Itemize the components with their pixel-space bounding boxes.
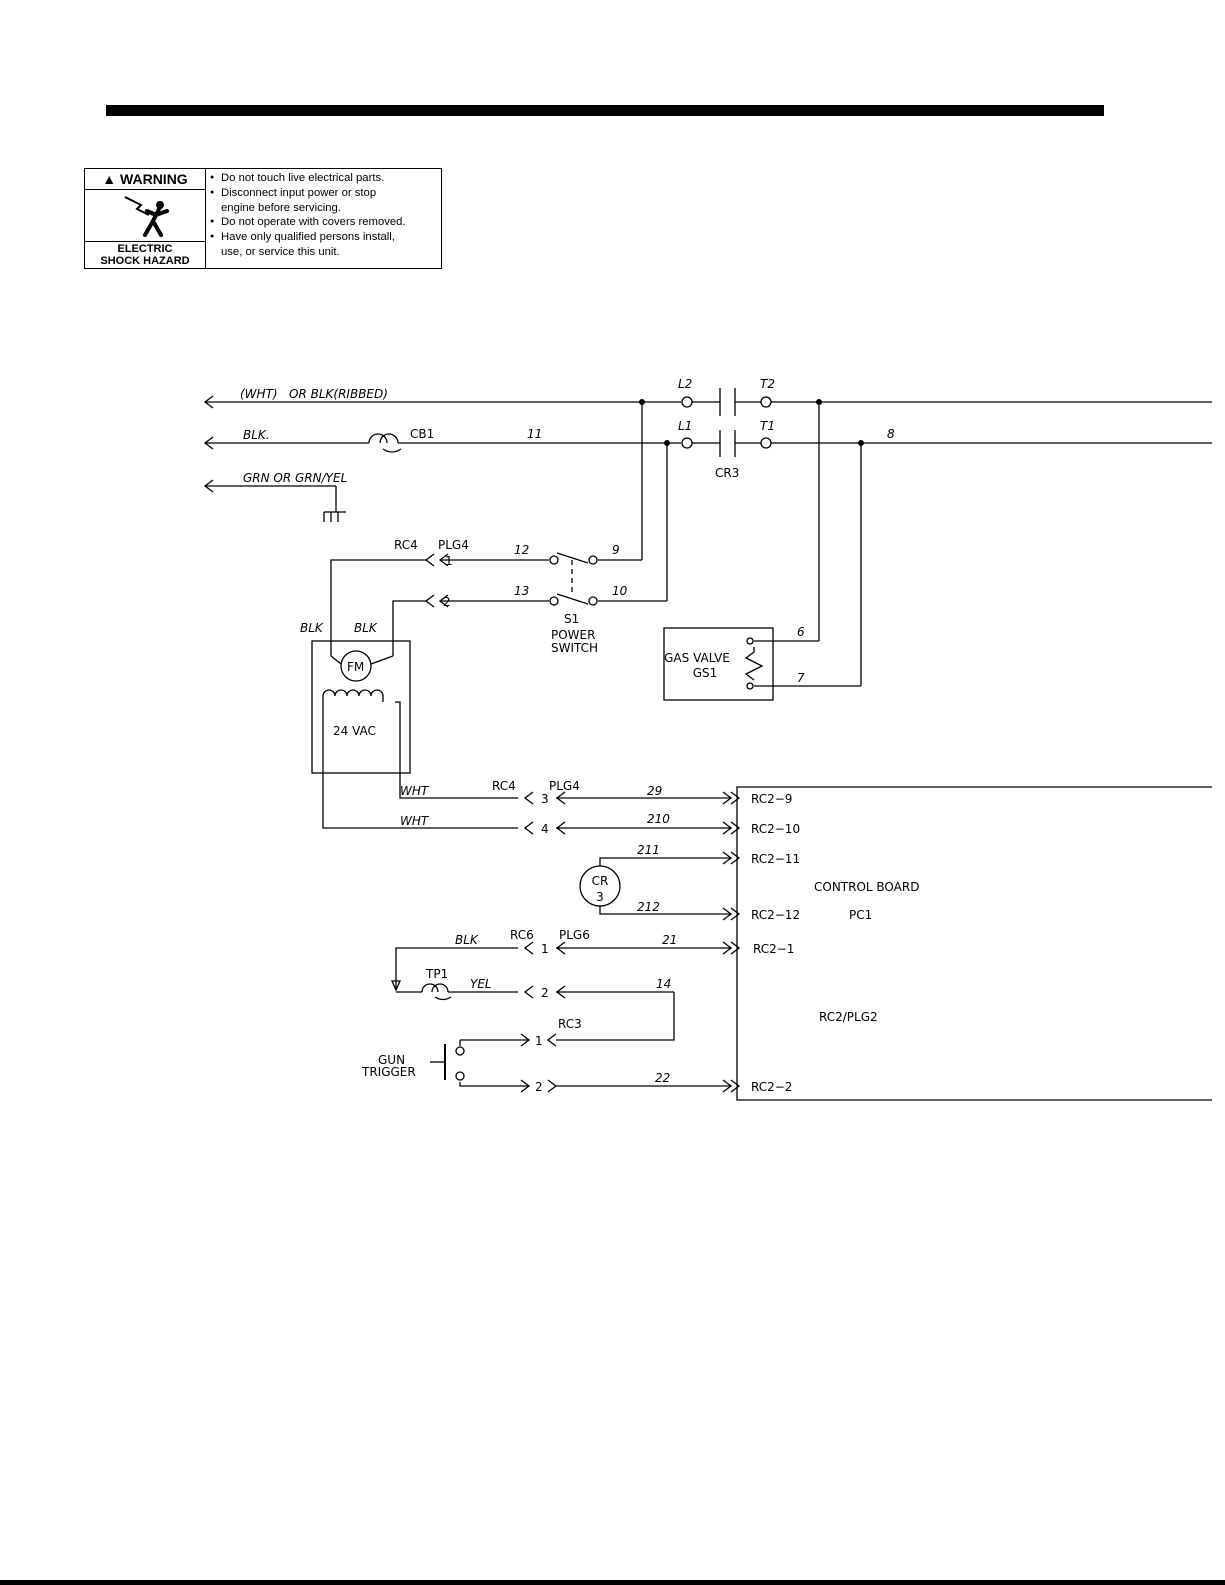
board-title-label: CONTROL BOARD: [814, 880, 919, 894]
thermal-tp1-label: TP1: [425, 967, 448, 981]
warning-header: ▲ WARNING: [85, 169, 205, 190]
gas-valve-line1-label: GAS VALVE: [664, 651, 730, 665]
warning-item-text: Do not touch live electrical parts.: [221, 172, 385, 184]
pin-2-label: 2: [535, 1080, 543, 1094]
contact-t1-label: T1: [760, 419, 775, 433]
wire-blk-label: BLK: [300, 621, 324, 635]
wire-29-label: 29: [647, 784, 662, 798]
relay-number-label: 3: [596, 890, 604, 904]
wire-22-label: 22: [655, 1071, 670, 1085]
pin-1-label: 1: [541, 942, 549, 956]
gas-valve-line2-label: GS1: [693, 666, 718, 680]
warning-footer-line1: ELECTRIC: [117, 243, 173, 255]
relay-cr-label: CR: [592, 874, 609, 888]
wire-14-label: 14: [656, 977, 671, 991]
warning-item: Do not operate with covers removed.: [209, 215, 441, 230]
switch-line1-label: POWER: [551, 628, 595, 642]
board-pin-2-label: RC2−2: [751, 1080, 792, 1094]
wire-210-label: 210: [647, 812, 670, 826]
switch-name-label: S1: [564, 612, 579, 626]
warning-header-text: WARNING: [120, 171, 188, 187]
warning-footer-line2: SHOCK HAZARD: [100, 255, 190, 267]
wire-wht-label: WHT: [400, 814, 430, 828]
board-connector-label: RC2/PLG2: [819, 1010, 878, 1024]
warning-item-text: Do not operate with covers removed.: [221, 216, 406, 229]
wire-212-label: 212: [637, 900, 660, 914]
wire-10-label: 10: [612, 584, 628, 598]
wire-11-label: 11: [527, 427, 542, 441]
wire-13-label: 13: [514, 584, 529, 598]
electric-shock-icon: [124, 196, 169, 237]
connector-plg4-label: PLG4: [549, 779, 580, 793]
wire-6-label: 6: [797, 625, 805, 639]
board-pin-11-label: RC2−11: [751, 852, 800, 866]
wire-8-label: 8: [887, 427, 895, 441]
wire-blk-label: BLK: [354, 621, 378, 635]
connector-rc4-label: RC4: [394, 538, 418, 552]
board-pin-9-label: RC2−9: [751, 792, 792, 806]
warning-item: Do not touch live electrical parts.: [209, 171, 441, 186]
connector-rc3-label: RC3: [558, 1017, 582, 1031]
warning-item-text: engine before servicing.: [221, 201, 341, 214]
warning-item: Have only qualified persons install, use…: [209, 230, 441, 260]
pin-2-label: 2: [541, 986, 549, 1000]
wire-7-label: 7: [797, 671, 805, 685]
warning-list: Do not touch live electrical parts. Disc…: [209, 171, 441, 260]
ground-wire-label: GRN OR GRN/YEL: [243, 471, 347, 485]
transformer-label: 24 VAC: [333, 724, 376, 738]
warning-item-text: Disconnect input power or stop: [221, 186, 377, 199]
board-pin-1-label: RC2−1: [753, 942, 794, 956]
input-wire-white-label: (WHT) OR BLK(RIBBED): [240, 387, 388, 401]
input-wire-black-label: BLK.: [243, 428, 270, 442]
wire-9-label: 9: [612, 543, 620, 557]
connector-rc6-label: RC6: [510, 928, 534, 942]
warning-symbol-panel: ▲ WARNING ELECTRIC SHOCK HAZARD: [85, 169, 206, 268]
wire-21-label: 21: [662, 933, 677, 947]
board-pin-10-label: RC2−10: [751, 822, 800, 836]
gun-trigger-line1-label: GUN: [378, 1053, 405, 1067]
fan-motor-label: FM: [347, 660, 364, 674]
breaker-label: CB1: [410, 427, 434, 441]
wire-wht-label: WHT: [400, 784, 430, 798]
warning-item-text: Have only qualified persons install,: [221, 231, 395, 244]
pin-1-label: 1: [535, 1034, 543, 1048]
pin-2-label: 2: [443, 595, 451, 609]
wire-12-label: 12: [514, 543, 529, 557]
alert-triangle-icon: ▲: [102, 171, 117, 187]
board-id-label: PC1: [849, 908, 872, 922]
contact-t2-label: T2: [760, 377, 775, 391]
gun-trigger-line2-label: TRIGGER: [361, 1065, 416, 1079]
warning-item: Disconnect input power or stop engine be…: [209, 186, 441, 216]
warning-item-text: use, or service this unit.: [221, 245, 340, 258]
connector-plg6-label: PLG6: [559, 928, 590, 942]
warning-label: ▲ WARNING ELECTRIC SHOCK HAZARD Do not t…: [84, 168, 442, 269]
contact-l1-label: L1: [678, 419, 692, 433]
pin-1-label: 1: [445, 554, 453, 568]
switch-line2-label: SWITCH: [551, 641, 598, 655]
board-pin-12-label: RC2−12: [751, 908, 800, 922]
wire-211-label: 211: [637, 843, 660, 857]
warning-footer: ELECTRIC SHOCK HAZARD: [85, 241, 205, 268]
contactor-name-label: CR3: [715, 466, 739, 480]
connector-rc4-label: RC4: [492, 779, 516, 793]
footer-rule: [0, 1580, 1225, 1585]
pin-4-label: 4: [541, 822, 549, 836]
header-rule: [106, 105, 1104, 116]
connector-plg4-label: PLG4: [438, 538, 469, 552]
wire-blk-label: BLK: [455, 933, 479, 947]
contact-l2-label: L2: [678, 377, 692, 391]
pin-3-label: 3: [541, 792, 549, 806]
wire-yel-label: YEL: [470, 977, 492, 991]
